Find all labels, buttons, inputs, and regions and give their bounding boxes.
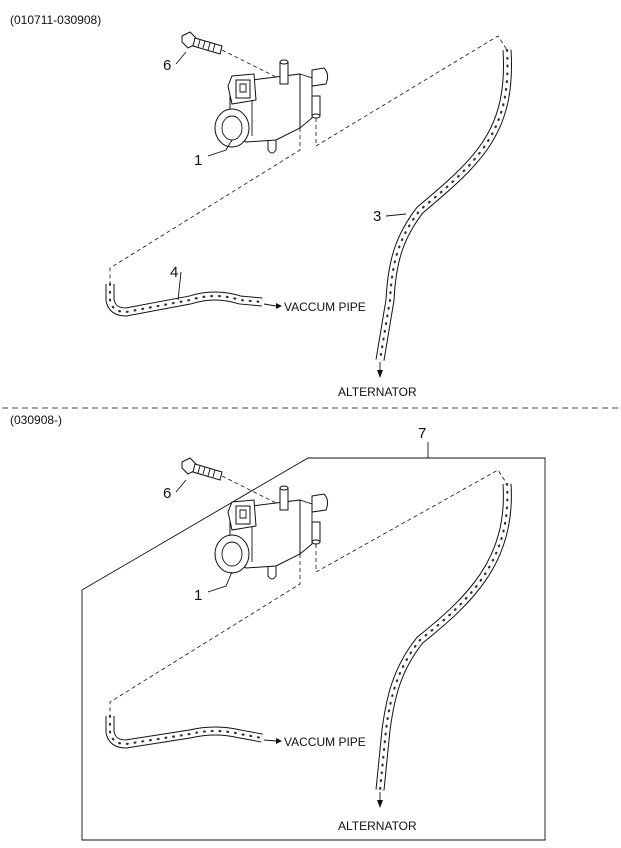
hose-long bbox=[375, 482, 512, 792]
hose-3 bbox=[375, 48, 513, 362]
hose-short bbox=[105, 714, 264, 749]
bolt-part bbox=[181, 457, 223, 481]
callout-6: 6 bbox=[163, 57, 171, 74]
solenoid-valve-part bbox=[214, 485, 329, 580]
destination-vaccum-pipe: VACCUM PIPE bbox=[284, 300, 366, 314]
callout-6: 6 bbox=[163, 485, 171, 502]
range-label-section-2: (030908-) bbox=[10, 413, 62, 427]
callout-4: 4 bbox=[170, 264, 178, 281]
bolt-part bbox=[181, 31, 223, 55]
hose-4 bbox=[105, 282, 264, 317]
callout-3: 3 bbox=[373, 208, 381, 225]
destination-vaccum-pipe: VACCUM PIPE bbox=[284, 735, 366, 749]
callout-7: 7 bbox=[418, 425, 426, 442]
callout-1: 1 bbox=[194, 587, 202, 604]
destination-alternator: ALTERNATOR bbox=[338, 385, 417, 399]
kit-frame bbox=[81, 457, 546, 841]
destination-alternator: ALTERNATOR bbox=[338, 819, 417, 833]
solenoid-valve-part bbox=[214, 59, 329, 154]
callout-1: 1 bbox=[194, 152, 202, 169]
range-label-section-1: (010711-030908) bbox=[10, 13, 101, 27]
